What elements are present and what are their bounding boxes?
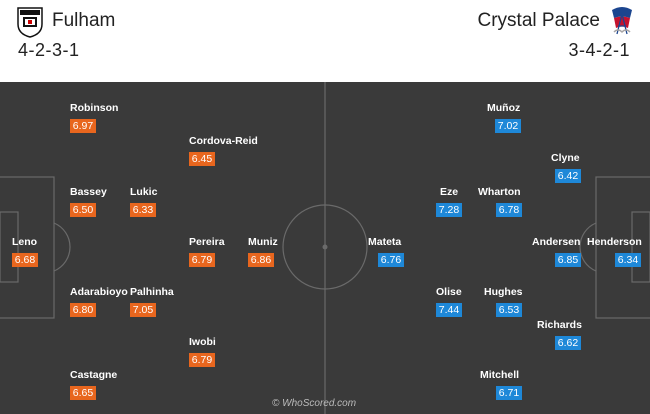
pitch: Robinson 6.97 Cordova-Reid 6.45 Bassey 6… (0, 82, 650, 414)
player-name: Cordova-Reid (189, 135, 258, 147)
crystal-palace-crest-icon (612, 7, 632, 35)
player-name: Richards (537, 319, 582, 331)
player-rating: 6.42 (555, 169, 581, 183)
player-rating: 6.86 (248, 253, 274, 267)
player-rating: 6.50 (70, 203, 96, 217)
away-formation: 3-4-2-1 (568, 40, 630, 60)
player-name: Pereira (189, 236, 225, 248)
player-name: Clyne (551, 152, 580, 164)
player-rating: 6.65 (70, 386, 96, 400)
player-rating: 6.85 (555, 253, 581, 267)
player-name: Adarabioyo (70, 286, 128, 298)
player-name: Bassey (70, 186, 107, 198)
player-name: Iwobi (189, 336, 216, 348)
player-name: Muniz (248, 236, 278, 248)
player-rating: 7.28 (436, 203, 462, 217)
player-rating: 6.45 (189, 152, 215, 166)
player-rating: 7.05 (130, 303, 156, 317)
player-rating: 6.80 (70, 303, 96, 317)
home-formation: 4-2-3-1 (18, 40, 80, 60)
watermark: © WhoScored.com (272, 398, 357, 409)
player-name: Castagne (70, 369, 118, 381)
player-name: Eze (440, 186, 459, 198)
player-rating: 6.68 (12, 253, 38, 267)
player-name: Henderson (587, 236, 642, 248)
player-rating: 7.44 (436, 303, 462, 317)
player-rating: 6.78 (496, 203, 522, 217)
player-name: Palhinha (130, 286, 174, 298)
player-rating: 6.34 (615, 253, 641, 267)
player-rating: 6.53 (496, 303, 522, 317)
player-name: Wharton (478, 186, 521, 198)
player-name: Robinson (70, 102, 119, 114)
player-rating: 6.33 (130, 203, 156, 217)
player-name: Lukic (130, 186, 158, 198)
player-rating: 6.79 (189, 353, 215, 367)
player-rating: 6.71 (496, 386, 522, 400)
player-name: Muñoz (487, 102, 521, 114)
match-header: Fulham 4-2-3-1 Crystal Palace 3-4-2-1 (0, 0, 650, 82)
player-name: Mitchell (480, 369, 520, 381)
away-team-name: Crystal Palace (477, 10, 601, 31)
player-rating: 6.97 (70, 119, 96, 133)
player-rating: 7.02 (495, 119, 521, 133)
fulham-crest-icon (17, 7, 43, 38)
player-rating: 6.62 (555, 336, 581, 350)
player-name: Andersen (532, 236, 581, 248)
pitch-markings (0, 82, 650, 414)
home-team-name: Fulham (52, 10, 116, 31)
player-name: Mateta (368, 236, 402, 248)
player-name: Hughes (484, 286, 523, 298)
player-rating: 6.76 (378, 253, 404, 267)
player-name: Olise (436, 286, 462, 298)
player-name: Leno (12, 236, 38, 248)
player-rating: 6.79 (189, 253, 215, 267)
